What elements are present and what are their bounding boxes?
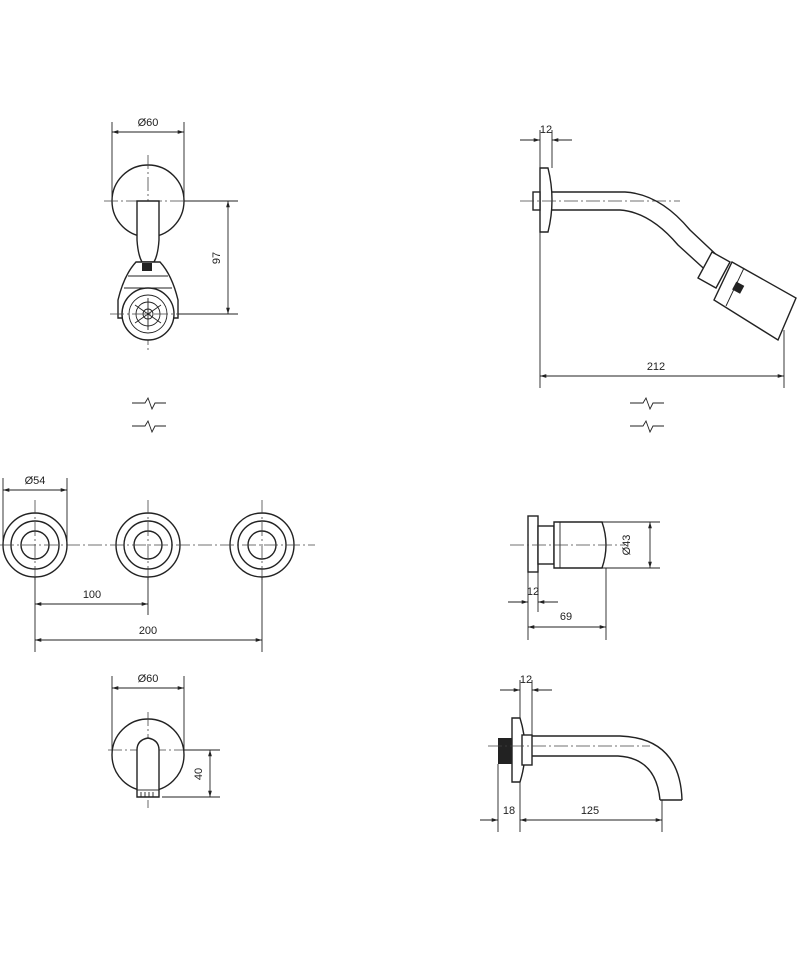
handle-side-depth-label: 12 xyxy=(527,586,539,598)
handle-side-view: Ø43 12 69 xyxy=(508,515,660,640)
shower-side-projection-label: 212 xyxy=(647,361,665,373)
spout-side-body-label: 18 xyxy=(503,805,515,817)
spout-front-view: Ø60 40 xyxy=(108,673,220,808)
break-symbol-left xyxy=(132,396,166,434)
handles-diameter-label: Ø54 xyxy=(25,475,46,487)
shower-front-height-label: 97 xyxy=(211,252,223,264)
handles-front-view: Ø54 100 200 xyxy=(0,475,315,652)
handle-side-diameter-label: Ø43 xyxy=(621,535,633,556)
shower-arm-side-view: 12 212 xyxy=(520,124,797,388)
spout-front-diameter-label: Ø60 xyxy=(138,673,159,685)
handles-spacing-single-label: 100 xyxy=(83,589,101,601)
handles-spacing-total-label: 200 xyxy=(139,625,157,637)
spout-front-height-label: 40 xyxy=(193,768,205,780)
break-symbol-right xyxy=(630,396,664,434)
shower-front-diameter-label: Ø60 xyxy=(138,117,159,129)
spout-side-wall-depth-label: 12 xyxy=(520,674,532,686)
shower-side-wall-depth-label: 12 xyxy=(540,124,552,136)
handle-side-length-label: 69 xyxy=(560,611,572,623)
spout-side-projection-label: 125 xyxy=(581,805,599,817)
shower-head-front-view: Ø60 97 xyxy=(104,117,238,350)
spout-side-view: 12 18 125 xyxy=(480,674,683,832)
